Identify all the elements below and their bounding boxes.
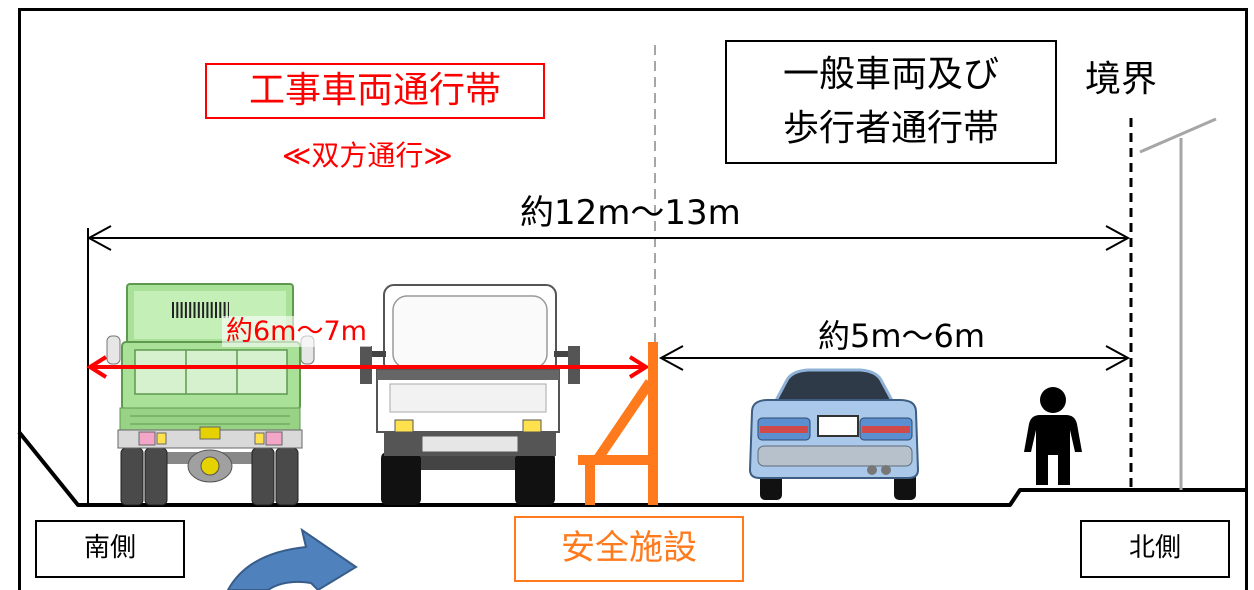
truck-lamp [156,432,167,445]
truck-lamp [522,419,542,433]
pedestrian-icon [1024,387,1082,485]
truck-mirror [106,335,121,365]
arrowhead-left [86,355,108,379]
general-lane-title-line: 一般車両及び [782,54,999,95]
truck-lamp [254,432,265,445]
general-lane-title-line: 歩行者通行帯 [782,108,999,149]
car-taillight-lens [760,426,808,433]
general-lane-width-arrow [658,345,1131,371]
arrowhead-left [86,225,112,251]
truck-wheel [381,452,421,505]
safety-barrier-icon [578,342,658,505]
general-lane-width-label: 約5m～6m [818,317,986,355]
ground-line [17,430,1247,507]
bumper-plate [421,435,519,453]
truck-wheel [144,447,168,506]
general-lane-label-box: 一般車両及び 歩行者通行帯 [725,40,1057,164]
license-plate [817,415,859,437]
arrowhead-right [628,355,650,379]
construction-lane-label-box: 工事車両通行帯 [205,63,545,119]
construction-lane-title: 工事車両通行帯 [248,69,501,111]
truck-wheel [275,447,299,506]
car-icon [748,368,920,500]
total-width-label: 約12m～13m [520,193,741,233]
barrier-brace [592,379,655,463]
truck-lamp [265,431,283,446]
car-rear-window [769,368,899,410]
box-truck-icon [360,284,580,505]
utility-pole-icon [1139,117,1217,490]
two-way-traffic-label: ≪双方通行≫ [282,139,453,172]
curved-arrow-icon [226,527,358,590]
truck-wheel [120,447,144,506]
truck-lamp [138,431,156,446]
south-side-label: 南側 [83,533,136,564]
car-taillight-lens [862,426,910,433]
pole-crossarm [1139,117,1217,154]
exhaust-pipe [881,465,891,475]
north-side-label: 北側 [1128,533,1181,564]
truck-front-panel [389,383,547,413]
diagram-frame [18,8,1248,590]
south-side-box: 南側 [35,520,185,578]
differential-cap [200,456,220,476]
cargo-box-panel [392,295,548,369]
total-width-arrow [86,225,1131,251]
construction-lane-width-label: 約6m～7m [222,316,371,347]
boundary-label: 境界 [1085,59,1158,100]
north-side-box: 北側 [1080,520,1230,578]
truck-wheel [515,452,555,505]
arrowhead-left [658,345,684,371]
tow-hook [199,426,221,440]
truck-wheel [251,447,275,506]
pedestrian-body [1024,415,1082,485]
truck-axle [421,456,515,470]
truck-lamp [394,419,414,433]
arrowhead-right [1105,225,1131,251]
exhaust-pipe [867,465,877,475]
cab-roof-trim [377,370,559,380]
truck-windshield [134,349,288,395]
safety-facility-box: 安全施設 [514,516,744,582]
safety-facility-label: 安全施設 [561,528,697,569]
arrowhead-right [1105,345,1131,371]
car-bumper [757,445,913,467]
construction-lane-width-arrow [86,355,650,379]
pedestrian-head [1040,387,1066,413]
